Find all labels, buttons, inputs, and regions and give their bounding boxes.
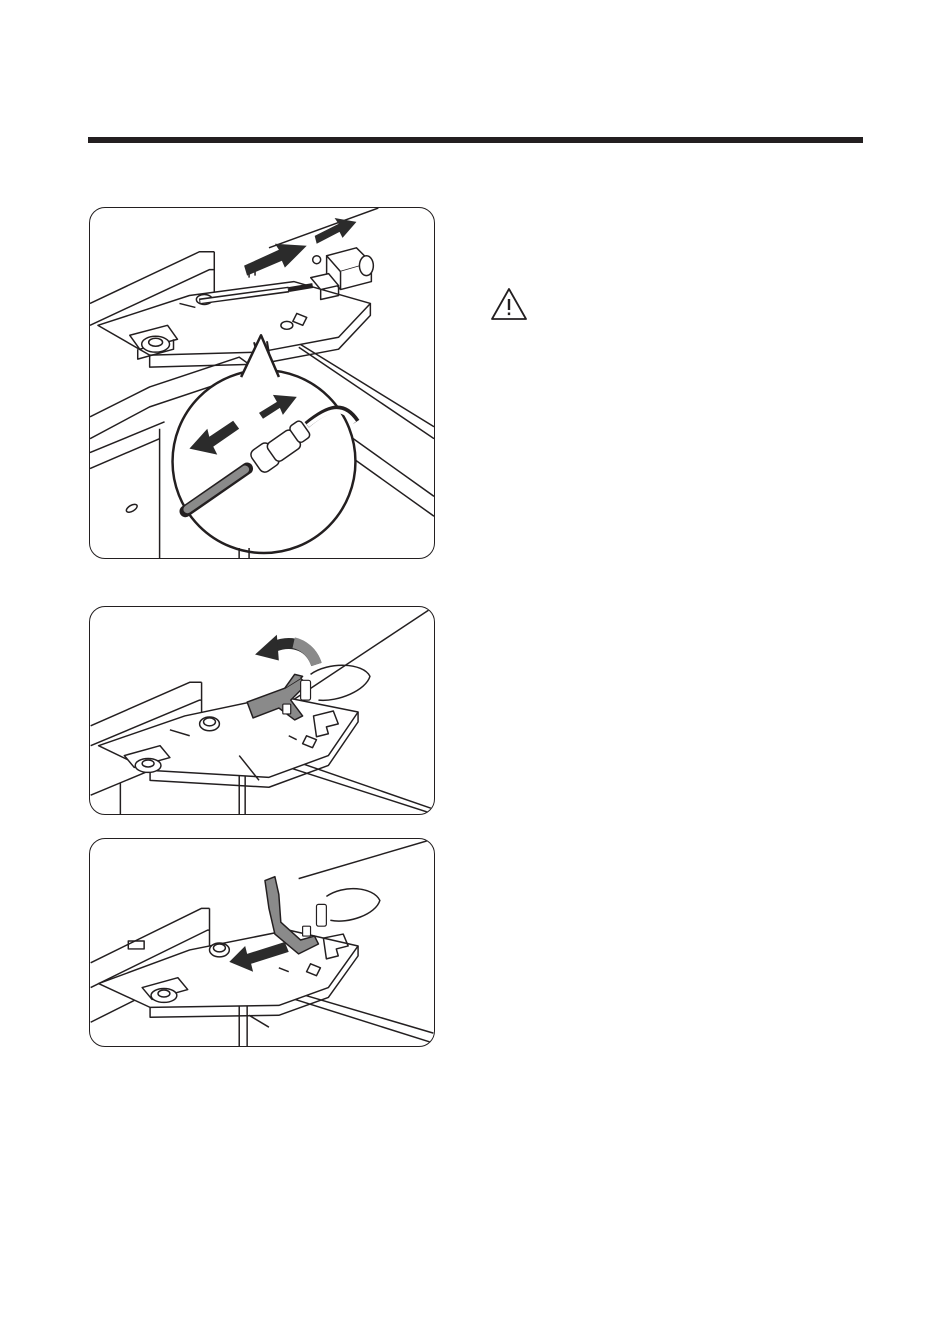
header-rule [88, 137, 863, 143]
figure-hinge-lever-rotate [89, 606, 435, 815]
rotate-arrow-icon [255, 635, 316, 665]
warning-triangle-icon [490, 287, 528, 321]
illustration-hinge-lever [90, 607, 434, 814]
illustration-hinge-pull [90, 839, 434, 1046]
figure-hinge-lever-pull-out [89, 838, 435, 1047]
figure-water-line-disconnect [89, 207, 435, 559]
illustration-water-line [90, 208, 434, 558]
